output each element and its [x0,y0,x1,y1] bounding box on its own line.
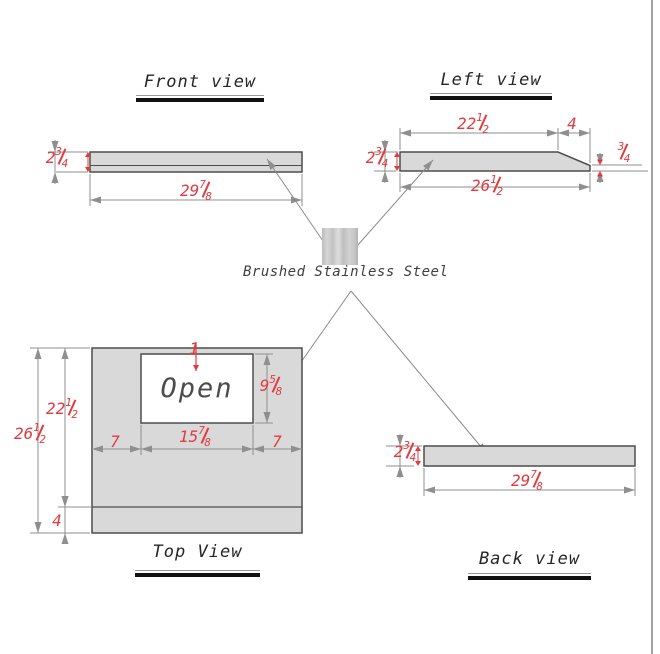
top-view-title-underline [135,570,260,577]
dim-left-taper-length: 4 [567,114,577,133]
dim-top-right-margin: 7 [272,432,282,451]
back-view-part [423,445,636,467]
dim-top-gap: 1 [189,339,199,358]
left-view-part [399,151,591,172]
left-view-title-underline [430,93,552,100]
material-callout [266,158,488,455]
front-view-part [89,151,303,173]
back-view-title-underline [468,573,591,580]
top-view-dimensions [30,347,302,544]
front-view-title: Front view [143,72,257,92]
dim-top-left-margin: 7 [110,432,120,451]
back-view-dimensions [386,434,636,496]
material-swatch [322,228,358,265]
material-label: Brushed Stainless Steel [243,264,449,280]
dim-top-back-strip: 4 [52,511,62,530]
left-view-title: Left view [440,70,542,90]
open-window-label: Open [160,372,234,404]
front-view-dimensions [48,140,303,206]
front-view-title-underline [136,95,264,102]
front-view [48,140,303,206]
top-view [30,342,303,544]
top-view-title: Top View [152,542,243,562]
back-view [386,434,636,496]
back-view-title: Back view [478,549,581,569]
